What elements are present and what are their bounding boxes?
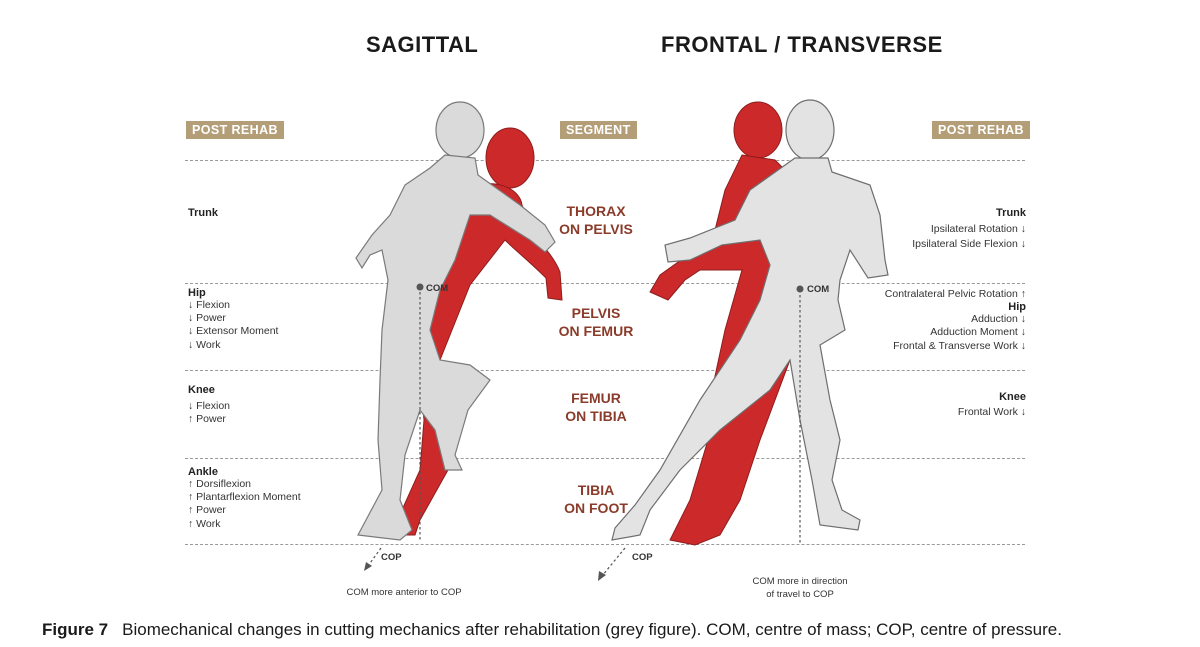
segment-line: ON FOOT (521, 499, 671, 517)
segment-tibia-on-foot: TIBIA ON FOOT (521, 481, 671, 517)
list-item: ↓ Flexion (188, 299, 278, 312)
segment-thorax-on-pelvis: THORAX ON PELVIS (521, 202, 671, 238)
right-hip-heading: Hip (885, 301, 1026, 313)
right-knee-block: Knee Frontal Work ↓ (958, 391, 1026, 419)
figure-caption: Figure 7 Biomechanical changes in cutting… (42, 620, 1062, 640)
left-ankle-block: Ankle ↑ Dorsiflexion ↑ Plantarflexion Mo… (188, 466, 301, 531)
left-trunk-heading: Trunk (188, 207, 218, 219)
cop-label-sagittal: COP (381, 552, 402, 563)
com-marker-frontal (797, 286, 804, 293)
right-trunk-block: Trunk Ipsilateral Rotation ↓ Ipsilateral… (912, 207, 1026, 252)
figure-caption-text: Biomechanical changes in cutting mechani… (122, 620, 1062, 639)
segment-line: PELVIS (521, 304, 671, 322)
segment-pelvis-on-femur: PELVIS ON FEMUR (521, 304, 671, 340)
right-knee-heading: Knee (958, 391, 1026, 403)
cop-arrowheads (364, 562, 606, 581)
right-pelvis-hip-block: Contralateral Pelvic Rotation ↑ Hip Addu… (885, 288, 1026, 353)
list-item: ↑ Dorsiflexion (188, 478, 301, 491)
segment-line: ON TIBIA (521, 407, 671, 425)
list-item: Frontal Work ↓ (958, 406, 1026, 419)
segment-line: ON PELVIS (521, 220, 671, 238)
list-item: Adduction ↓ (885, 313, 1026, 326)
com-label-sagittal: COM (426, 283, 448, 294)
list-item: ↑ Work (188, 518, 301, 531)
left-knee-block: Knee ↓ Flexion ↑ Power (188, 384, 230, 426)
list-item: Frontal & Transverse Work ↓ (885, 340, 1026, 353)
segment-line: THORAX (521, 202, 671, 220)
list-item: ↓ Flexion (188, 400, 230, 413)
sagittal-note: COM more anterior to COP (334, 587, 474, 598)
list-item: ↓ Power (188, 312, 278, 325)
com-marker-sagittal (417, 284, 424, 291)
list-item: ↓ Extensor Moment (188, 325, 278, 338)
com-label-frontal: COM (807, 284, 829, 295)
left-hip-block: Hip ↓ Flexion ↓ Power ↓ Extensor Moment … (188, 287, 278, 352)
frontal-note: COM more in direction of travel to COP (730, 575, 870, 601)
list-item: ↑ Plantarflexion Moment (188, 491, 301, 504)
frontal-note-line: of travel to COP (730, 588, 870, 601)
segment-line: TIBIA (521, 481, 671, 499)
list-item: Ipsilateral Side Flexion ↓ (912, 237, 1026, 252)
figure-caption-label: Figure 7 (42, 620, 108, 639)
segment-line: ON FEMUR (521, 322, 671, 340)
list-item: ↑ Power (188, 504, 301, 517)
list-item: Adduction Moment ↓ (885, 326, 1026, 339)
list-item: Ipsilateral Rotation ↓ (912, 222, 1026, 237)
left-knee-heading: Knee (188, 384, 230, 396)
list-item: ↑ Power (188, 413, 230, 426)
frontal-note-line: COM more in direction (730, 575, 870, 588)
cop-label-frontal: COP (632, 552, 653, 563)
list-item: Contralateral Pelvic Rotation ↑ (885, 288, 1026, 301)
list-item: ↓ Work (188, 339, 278, 352)
segment-line: FEMUR (521, 389, 671, 407)
segment-femur-on-tibia: FEMUR ON TIBIA (521, 389, 671, 425)
left-hip-heading: Hip (188, 287, 278, 299)
right-trunk-heading: Trunk (912, 207, 1026, 219)
left-ankle-heading: Ankle (188, 466, 301, 478)
